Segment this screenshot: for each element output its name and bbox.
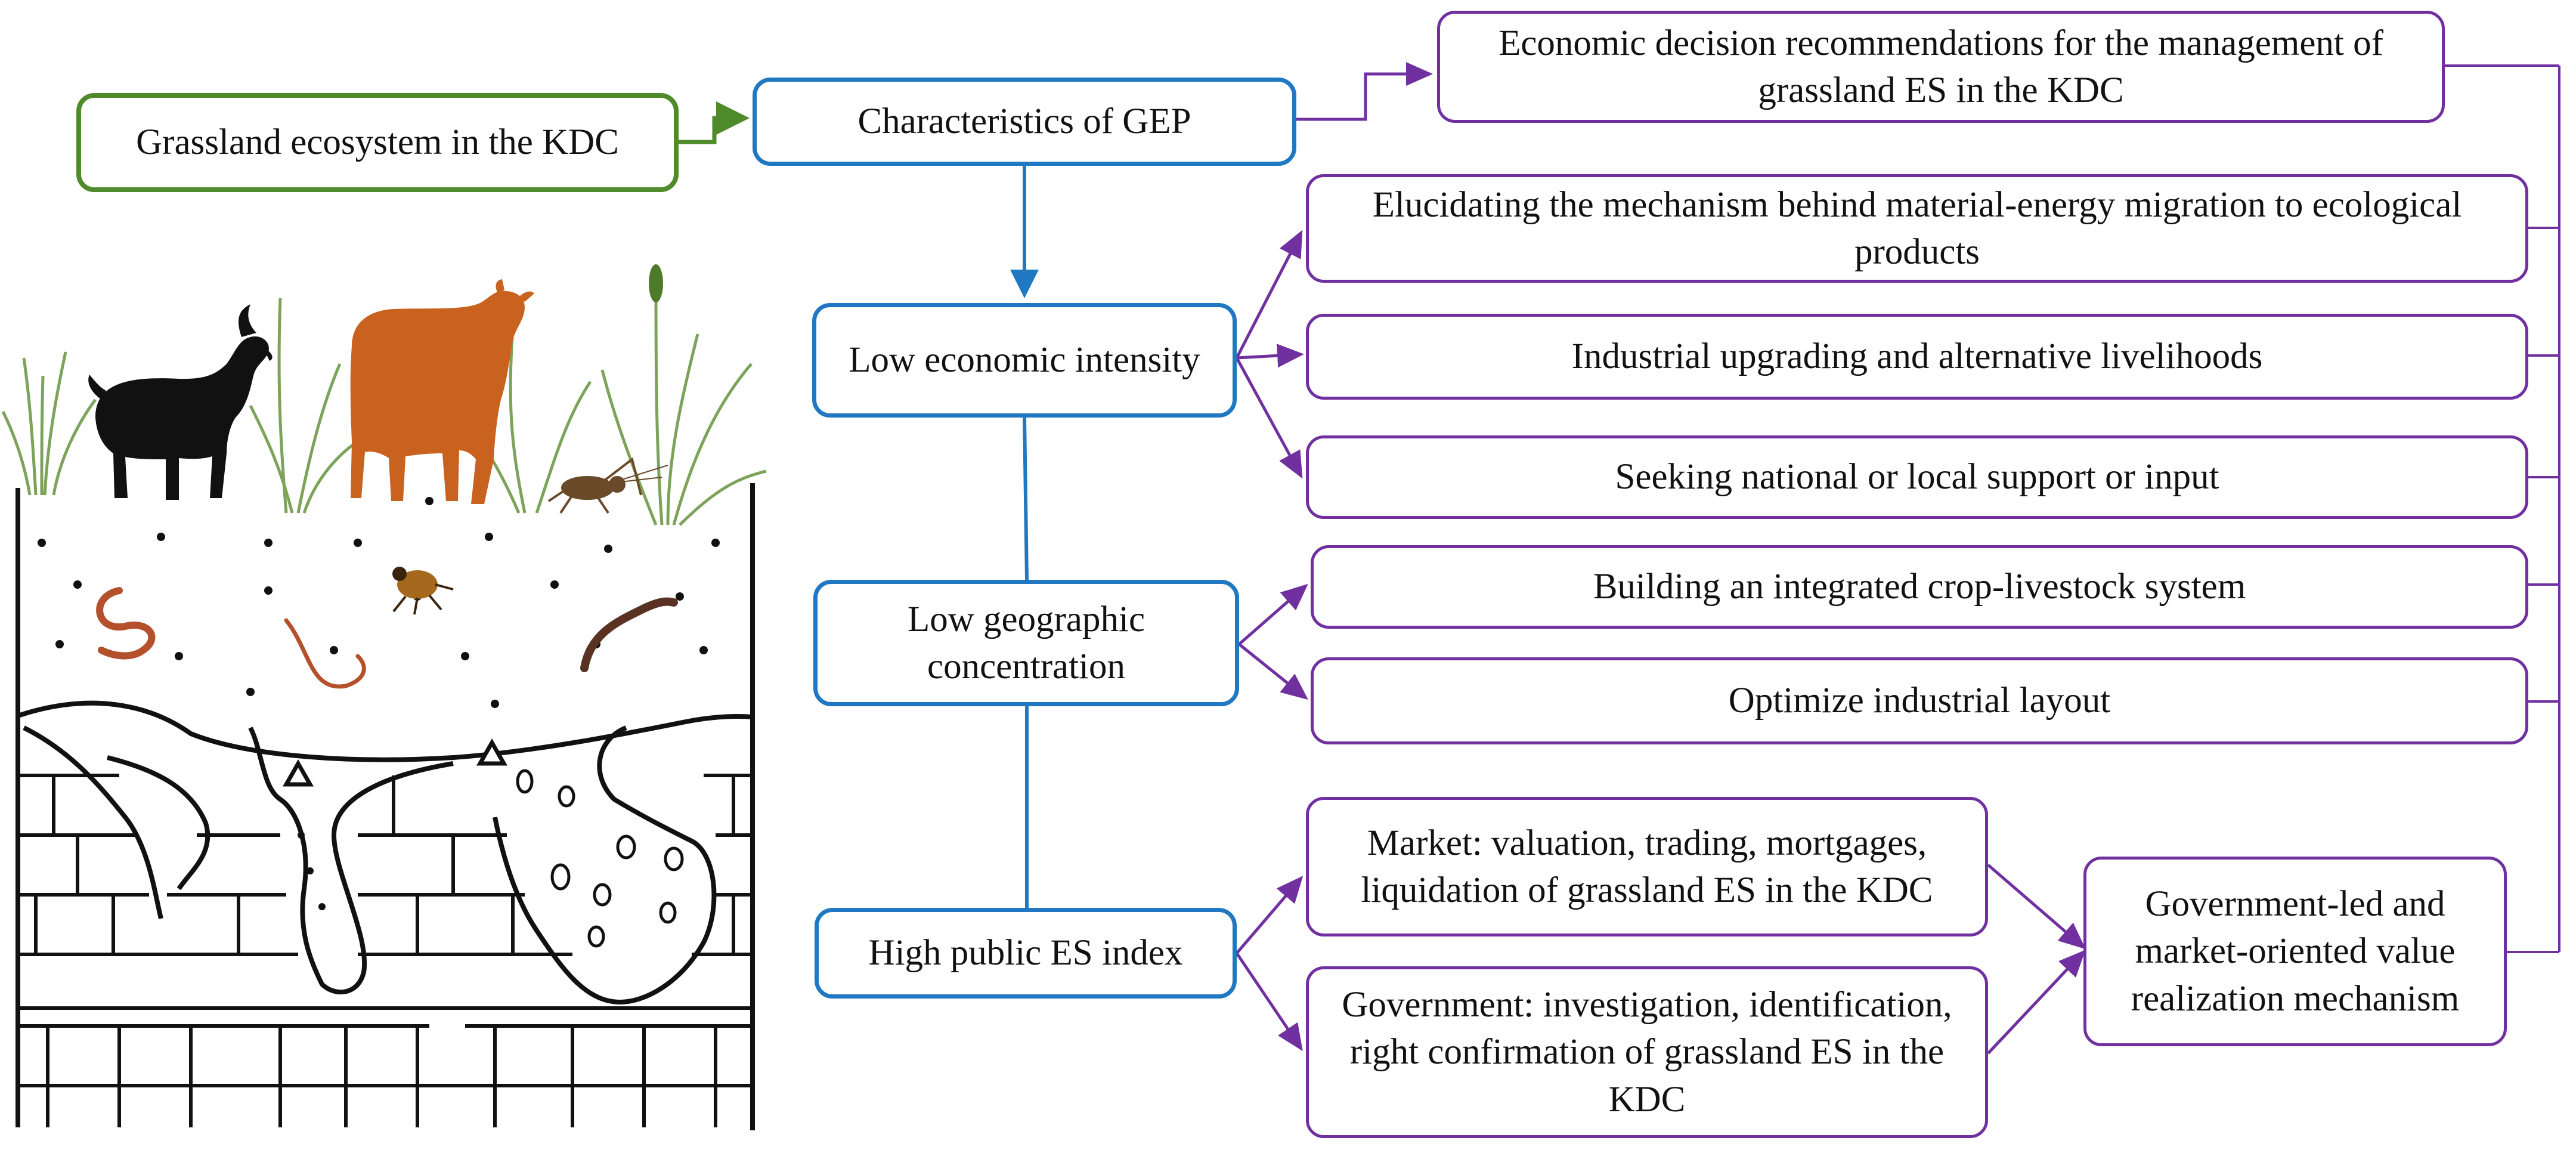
seeking-support-box: Seeking national or local support or inp… bbox=[1306, 435, 2528, 519]
connector-low-geo-crop bbox=[1238, 583, 1308, 645]
economic-recommendations-label: Economic decision recommendations for th… bbox=[1498, 23, 2383, 110]
industrial-upgrading-box: Industrial upgrading and alternative liv… bbox=[1306, 314, 2528, 400]
earthworm-icon bbox=[580, 597, 678, 672]
elucidating-mechanism-label: Elucidating the mechanism behind materia… bbox=[1372, 184, 2462, 272]
economic-recommendations-box: Economic decision recommendations for th… bbox=[1437, 11, 2445, 123]
cricket-icon bbox=[547, 457, 668, 514]
goat-icon bbox=[88, 304, 273, 500]
crop-livestock-box: Building an integrated crop-livestock sy… bbox=[1311, 545, 2528, 629]
connector-high-public-market bbox=[1236, 876, 1304, 954]
value-realization-mechanism-box: Government-led and market-oriented value… bbox=[2083, 857, 2507, 1046]
bedrock-layers bbox=[18, 774, 753, 1127]
government-label: Government: investigation, identificatio… bbox=[1342, 985, 1952, 1120]
low-economic-intensity-label: Low economic intensity bbox=[849, 340, 1200, 381]
gep-characteristics-box: Characteristics of GEP bbox=[753, 78, 1296, 166]
grassland-ecosystem-box: Grassland ecosystem in the KDC bbox=[76, 93, 679, 192]
connector-government-gov-led bbox=[1987, 950, 2086, 1055]
industrial-upgrading-label: Industrial upgrading and alternative liv… bbox=[1571, 336, 2263, 377]
connector-market-gov-led bbox=[1987, 864, 2086, 950]
low-geographic-concentration-label: Low geographic concentration bbox=[907, 599, 1145, 687]
low-geographic-concentration-box: Low geographic concentration bbox=[813, 580, 1239, 706]
elucidating-mechanism-box: Elucidating the mechanism behind materia… bbox=[1306, 174, 2528, 283]
government-box: Government: investigation, identificatio… bbox=[1306, 966, 1988, 1138]
mite-icon bbox=[392, 567, 454, 615]
connector-high-public-government bbox=[1235, 952, 1303, 1052]
grassland-ecosystem-label: Grassland ecosystem in the KDC bbox=[136, 122, 619, 163]
recommendation-bracket bbox=[2445, 64, 2560, 953]
connector-gep-econ-recs bbox=[1296, 62, 1433, 121]
market-box: Market: valuation, trading, mortgages, l… bbox=[1306, 797, 1988, 936]
grassland-illustration bbox=[1, 264, 767, 1130]
high-public-es-index-label: High public ES index bbox=[868, 933, 1183, 973]
optimize-layout-label: Optimize industrial layout bbox=[1728, 681, 2111, 721]
soil-pores bbox=[516, 769, 684, 948]
high-public-es-index-box: High public ES index bbox=[815, 908, 1237, 999]
connector-low-geo-layout bbox=[1238, 643, 1308, 700]
value-realization-mechanism-label: Government-led and market-oriented value… bbox=[2131, 884, 2460, 1019]
connector-low-econ-low-geo bbox=[1023, 417, 1029, 580]
market-label: Market: valuation, trading, mortgages, l… bbox=[1361, 823, 1933, 910]
grass-seedhead-icon bbox=[649, 264, 663, 302]
earthworm-icon bbox=[284, 618, 366, 689]
low-economic-intensity-box: Low economic intensity bbox=[812, 303, 1237, 418]
earthworm-icon bbox=[96, 587, 156, 660]
crop-livestock-label: Building an integrated crop-livestock sy… bbox=[1593, 567, 2246, 607]
rock-fragment-icons bbox=[282, 738, 508, 787]
connector-grassland-gep bbox=[679, 101, 750, 144]
gep-characteristics-label: Characteristics of GEP bbox=[857, 101, 1191, 142]
connector-low-econ-elucidating bbox=[1235, 230, 1303, 359]
cow-icon bbox=[350, 279, 534, 504]
seeking-support-label: Seeking national or local support or inp… bbox=[1615, 457, 2219, 497]
soil-profile bbox=[16, 483, 755, 1130]
connector-low-econ-upgrading bbox=[1236, 344, 1304, 368]
connector-low-econ-support bbox=[1235, 357, 1303, 479]
optimize-layout-box: Optimize industrial layout bbox=[1311, 657, 2528, 744]
